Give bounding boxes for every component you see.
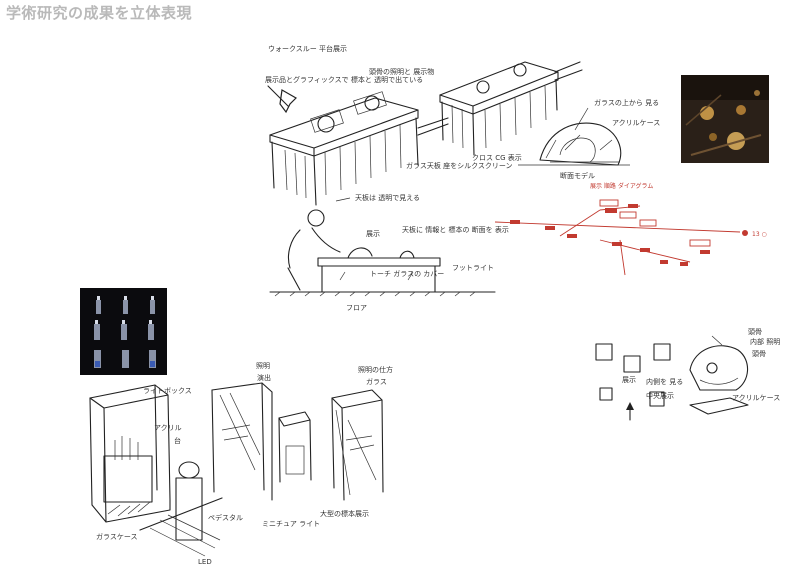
section-label-4: フットライト: [452, 264, 494, 272]
plan-sketch: 展示 内側を 見る 中央展示 頭骨 内部 照明 頭骨 アクリルケース: [595, 328, 780, 421]
section-label-3: トーチ ガラスの カバー: [370, 269, 444, 278]
page-title: 学術研究の成果を立体表現: [6, 4, 193, 22]
plan-label-4: 頭骨: [748, 328, 762, 336]
plan-label-5: 内部 照明: [750, 337, 780, 346]
plan-label-1: 展示: [622, 376, 636, 384]
note-vitrine-left: 展示品とグラフィックスで 標本と 透明で出ている: [265, 75, 423, 84]
tower-note-5: ペデスタル: [208, 513, 243, 522]
plan-label-2: 内側を 見る: [646, 377, 683, 386]
tower-note-3: LED: [198, 558, 212, 566]
tower-note-2: 台: [174, 436, 181, 445]
flow-end: 13 ○: [752, 231, 767, 238]
tower-note-1: アクリル: [154, 424, 182, 432]
case-mid-bottom: ミニチュア ライト: [262, 520, 320, 528]
vitrine-sketch-right: クロス CG 表示: [439, 61, 559, 162]
note-skull-case: アクリルケース: [612, 119, 660, 127]
floor-label: フロア: [346, 304, 367, 312]
flow-label: 展示 順路 ダイアグラム: [590, 182, 653, 190]
section-sketch: 展示 天板に 情報と 標本の 断面を 表示 トーチ ガラスの カバー フットライ…: [269, 209, 509, 312]
case-right-bottom: 大型の標本展示: [320, 509, 369, 518]
plan-label-6: 頭骨: [752, 350, 766, 358]
section-label-1: 展示: [366, 230, 380, 238]
tower-label: ライトボックス: [143, 387, 192, 395]
case-mid-label: 照明: [256, 362, 270, 370]
case-right-label: 照明の仕方: [358, 365, 393, 374]
case-mid-note: 演出: [257, 373, 271, 382]
note-skull-bottom: 断面モデル: [560, 171, 595, 180]
skull-sketch: ガラスの上から 見る アクリルケース 断面モデル: [518, 98, 660, 180]
case-sketch-right: 照明の仕方 ガラス 大型の標本展示: [320, 365, 393, 518]
case-sketch-middle: 照明 演出 ミニチュア ライト: [211, 362, 320, 528]
vitrine-sketch-left: ウォークスルー 平台展示 展示品とグラフィックスで 標本と 透明で出ている 頭骨…: [265, 44, 513, 206]
note-vitrine-top: ウォークスルー 平台展示: [268, 44, 347, 53]
note-floor: クロス CG 表示: [472, 153, 522, 162]
plan-label-7: アクリルケース: [732, 394, 780, 402]
flow-diagram: 展示 順路 ダイアグラム 13 ○: [494, 182, 767, 276]
vitrine-photo-art: [681, 75, 769, 163]
note-vitrine-bottom: ガラス天板 座をシルクスクリーン: [406, 161, 513, 170]
section-label-2: 天板に 情報と 標本の 断面を 表示: [402, 225, 509, 234]
exhibit-photo-dark-vitrine: [681, 75, 769, 163]
case-right-note: ガラス: [366, 377, 387, 386]
plan-label-3: 中央展示: [646, 391, 674, 400]
note-vitrine-center: 頭骨の照明と 展示物: [369, 67, 434, 76]
tower-note-4: ガラスケース: [96, 532, 138, 541]
tower-sketch: ライトボックス アクリル 台 LED ガラスケース ペデスタル: [89, 384, 243, 566]
note-under: 天板は 透明で見える: [355, 193, 420, 202]
towers-photo-art: [80, 288, 167, 375]
note-skull: ガラスの上から 見る: [594, 98, 659, 107]
exhibit-photo-glass-towers: [80, 288, 167, 375]
